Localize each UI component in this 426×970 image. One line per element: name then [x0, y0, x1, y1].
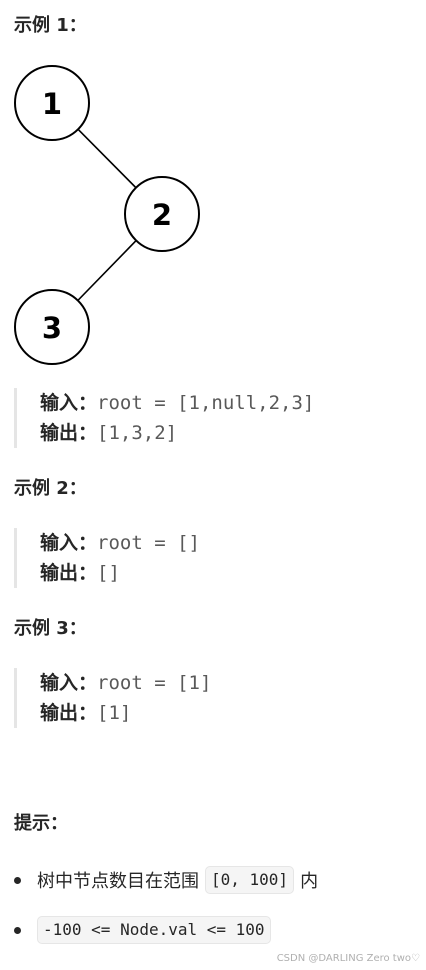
example-2-heading: 示例 2：	[14, 478, 87, 499]
input-value: root = []	[97, 532, 200, 554]
output-value: []	[97, 562, 120, 584]
tree-node-2-circle	[124, 176, 200, 252]
input-label: 输入：	[40, 532, 98, 554]
bullet-icon	[14, 926, 21, 934]
hint-item-2: -100 <= Node.val <= 100	[14, 914, 277, 946]
output-label: 输出：	[40, 562, 98, 584]
example-3-output-line: 输出：[1]	[40, 698, 394, 728]
example-3-io-block: 输入：root = [1] 输出：[1]	[14, 668, 394, 728]
input-label: 输入：	[40, 672, 98, 694]
output-label: 输出：	[40, 702, 98, 724]
hint-2-code: -100 <= Node.val <= 100	[37, 916, 271, 944]
hint-1-text-before: 树中节点数目在范围	[37, 871, 199, 892]
tree-node-3-circle	[14, 289, 90, 365]
example-1-output-line: 输出：[1,3,2]	[40, 418, 394, 448]
input-value: root = [1,null,2,3]	[97, 392, 315, 414]
output-label: 输出：	[40, 422, 98, 444]
binary-tree-diagram: 1 2 3	[14, 65, 200, 365]
tree-node-1-label: 1	[42, 87, 62, 121]
example-1-input-line: 输入：root = [1,null,2,3]	[40, 388, 394, 418]
tree-node-3-label: 3	[42, 311, 62, 345]
tree-node-2-label: 2	[152, 198, 172, 232]
example-2-output-line: 输出：[]	[40, 558, 394, 588]
hints-heading: 提示：	[14, 813, 68, 834]
hint-1-code: [0, 100]	[205, 866, 295, 894]
example-2-input-line: 输入：root = []	[40, 528, 394, 558]
output-value: [1]	[97, 702, 132, 724]
example-3-input-line: 输入：root = [1]	[40, 668, 394, 698]
hint-1-text-after: 内	[300, 871, 319, 892]
watermark: CSDN @DARLING Zero two♡	[276, 953, 420, 964]
example-2-io-block: 输入：root = [] 输出：[]	[14, 528, 394, 588]
example-3-heading: 示例 3：	[14, 618, 87, 639]
bullet-icon	[14, 876, 21, 884]
input-label: 输入：	[40, 392, 98, 414]
tree-node-1-circle	[14, 65, 90, 141]
input-value: root = [1]	[97, 672, 212, 694]
example-1-heading: 示例 1：	[14, 15, 87, 36]
example-1-io-block: 输入：root = [1,null,2,3] 输出：[1,3,2]	[14, 388, 394, 448]
output-value: [1,3,2]	[97, 422, 178, 444]
hint-item-1: 树中节点数目在范围 [0, 100] 内	[14, 864, 318, 896]
